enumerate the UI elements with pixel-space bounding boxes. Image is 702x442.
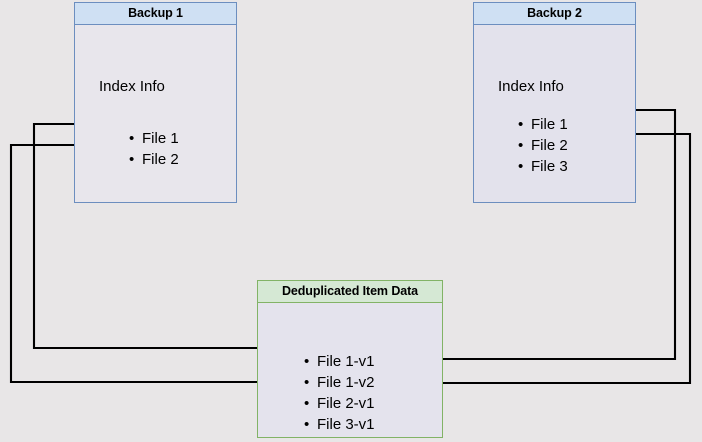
node-deduplicated-item-data-title: Deduplicated Item Data bbox=[258, 281, 442, 303]
node-backup-2[interactable]: Backup 2 Index Info File 1 File 2 File 3 bbox=[473, 2, 636, 203]
list-item[interactable]: File 3 bbox=[518, 156, 568, 177]
list-item[interactable]: File 2-v1 bbox=[304, 393, 375, 414]
file-list-backup-1: File 1 File 2 bbox=[129, 128, 179, 170]
list-item[interactable]: File 2 bbox=[518, 135, 568, 156]
list-item[interactable]: File 1 bbox=[129, 128, 179, 149]
node-deduplicated-item-data[interactable]: Deduplicated Item Data File 1-v1 File 1-… bbox=[257, 280, 443, 438]
index-info-label-backup-1: Index Info bbox=[99, 78, 165, 95]
list-item[interactable]: File 1-v2 bbox=[304, 372, 375, 393]
list-item[interactable]: File 1 bbox=[518, 114, 568, 135]
index-info-label-backup-2: Index Info bbox=[498, 78, 564, 95]
list-item[interactable]: File 1-v1 bbox=[304, 351, 375, 372]
list-item[interactable]: File 3-v1 bbox=[304, 414, 375, 435]
node-deduplicated-item-data-body: File 1-v1 File 1-v2 File 2-v1 File 3-v1 bbox=[258, 303, 442, 437]
file-list-backup-2: File 1 File 2 File 3 bbox=[518, 114, 568, 177]
node-backup-2-title: Backup 2 bbox=[474, 3, 635, 25]
node-backup-1-title: Backup 1 bbox=[75, 3, 236, 25]
node-backup-1-body: Index Info File 1 File 2 bbox=[75, 25, 236, 202]
node-backup-2-body: Index Info File 1 File 2 File 3 bbox=[474, 25, 635, 202]
file-list-dedup: File 1-v1 File 1-v2 File 2-v1 File 3-v1 bbox=[304, 351, 375, 435]
list-item[interactable]: File 2 bbox=[129, 149, 179, 170]
node-backup-1[interactable]: Backup 1 Index Info File 1 File 2 bbox=[74, 2, 237, 203]
